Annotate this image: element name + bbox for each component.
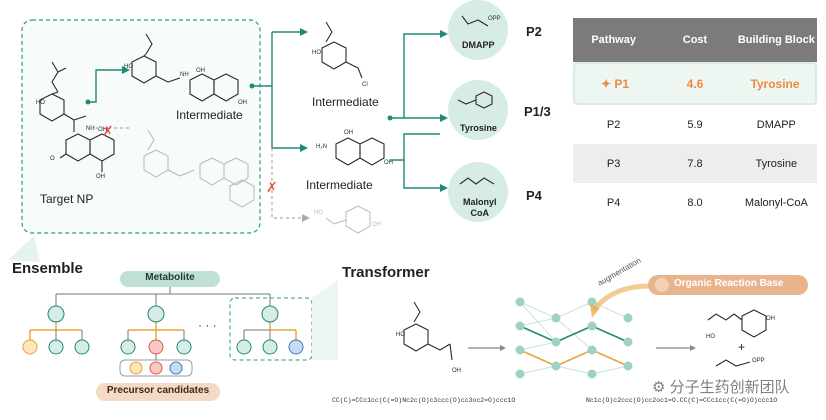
svg-text:OH: OH: [238, 100, 247, 106]
svg-text:OPP: OPP: [488, 16, 501, 22]
plus-sign: +: [738, 340, 746, 354]
svg-text:HO: HO: [124, 64, 133, 70]
intermediate-1-molecule: [131, 33, 239, 102]
svg-text:Cl: Cl: [362, 82, 368, 88]
svg-text:OH: OH: [96, 174, 105, 180]
svg-text:NH: NH: [180, 72, 189, 78]
transformer-title: Transformer: [342, 264, 430, 281]
watermark-text: 分子生药创新团队: [669, 379, 790, 396]
svg-text:OH: OH: [344, 130, 353, 136]
precursor-tyrosine-label: Tyrosine: [460, 123, 497, 133]
svg-text:HO: HO: [312, 50, 321, 56]
pathway-table: Pathway Cost Building Block ✦ P1 4.6 Tyr…: [573, 18, 817, 222]
blocked-intermediate-molecule: [143, 129, 255, 208]
transformer-input-molecule: [403, 301, 453, 361]
sparkle-icon: ✦: [600, 76, 612, 91]
svg-text:O: O: [50, 156, 55, 162]
precursor-circle-dmapp: [448, 0, 508, 60]
cell-block: Malonyl-CoA: [744, 196, 808, 209]
header-building-block: Building Block: [737, 34, 815, 46]
reaction-base-pill: [648, 275, 808, 295]
header-cost: Cost: [682, 34, 708, 46]
tag-p2: P2: [526, 24, 542, 39]
transformer-output-molecule: [707, 309, 767, 367]
cell-pathway: ✦ P1: [575, 77, 655, 91]
cell-cost: 8.0: [687, 196, 703, 209]
smiles-output: Nc1c(O)c2ccc(O)cc2oc1=O.CC(C)=CCc1cc(C(=…: [586, 397, 778, 404]
svg-text:OH: OH: [384, 160, 393, 166]
svg-text:OH: OH: [452, 368, 461, 374]
target-np-label: Target NP: [40, 192, 94, 206]
wechat-icon: ⚙: [652, 379, 666, 396]
svg-text:H₂N: H₂N: [316, 144, 327, 150]
tree-node: [147, 305, 165, 323]
faint-tyrosine-molecule: [325, 205, 371, 234]
reaction-base-label: Organic Reaction Base: [674, 278, 784, 289]
watermark: ⚙ 分子生药创新团队: [652, 376, 790, 397]
smiles-input: CC(C)=CCc1cc(C(=O)Nc2c(O)c3ccc(O)cc3oc2=…: [332, 397, 516, 404]
malonyl-line2: CoA: [470, 208, 490, 218]
cell-pathway: P4: [606, 196, 621, 209]
cell-pathway: P3: [606, 157, 621, 170]
target-np-molecule: [39, 61, 115, 172]
svg-text:OH: OH: [372, 222, 381, 228]
precursor-circle-tyrosine: [448, 80, 508, 140]
cell-block: Tyrosine: [750, 76, 800, 91]
intermediate-label-2: Intermediate: [312, 95, 379, 109]
target-box: [21, 19, 261, 234]
header-pathway: Pathway: [591, 34, 636, 46]
ensemble-title: Ensemble: [12, 260, 83, 277]
cell-cost: 4.6: [686, 76, 704, 91]
tag-p4: P4: [526, 188, 542, 203]
table-row[interactable]: P4 8.0 Malonyl-CoA: [573, 183, 817, 222]
svg-text:OH: OH: [98, 127, 107, 133]
precursor-candidates-pill: [96, 383, 220, 401]
malonyl-line1: Malonyl: [463, 197, 497, 207]
intermediate-label-3: Intermediate: [306, 178, 373, 192]
svg-text:HO: HO: [706, 334, 715, 340]
svg-text:HO: HO: [314, 210, 323, 216]
cell-pathway: P2: [606, 118, 621, 131]
precursor-candidates-label: Precursor candidates: [106, 385, 210, 396]
svg-text:NH: NH: [86, 126, 95, 132]
ellipsis: · · ·: [198, 318, 217, 332]
table-row[interactable]: P2 5.9 DMAPP: [573, 105, 817, 144]
intermediate-3-molecule: [335, 137, 385, 166]
tree-node: [261, 305, 279, 323]
precursor-malonyl-label: Malonyl CoA: [463, 197, 497, 219]
tree-node: [47, 305, 65, 323]
neural-network: [519, 301, 629, 375]
table-row[interactable]: P3 7.8 Tyrosine: [573, 144, 817, 183]
svg-text:OH: OH: [766, 316, 775, 322]
cell-pathway-text: P1: [614, 76, 630, 91]
intermediate-label-1: Intermediate: [176, 108, 243, 122]
cell-block: DMAPP: [756, 118, 796, 131]
svg-text:OPP: OPP: [752, 358, 765, 364]
flask-icon: [655, 278, 669, 292]
tag-p1-3: P1/3: [524, 104, 551, 119]
precursor-dmapp-label: DMAPP: [462, 40, 495, 50]
table-header-row: Pathway Cost Building Block: [573, 18, 817, 62]
precursor-circle-malonyl: [448, 162, 508, 222]
metabolite-pill: [120, 271, 220, 287]
svg-text:HO: HO: [396, 332, 405, 338]
metabolite-label: Metabolite: [145, 272, 195, 283]
intermediate-2-molecule: [321, 21, 363, 79]
svg-text:OH: OH: [196, 68, 205, 74]
cell-cost: 7.8: [687, 157, 703, 170]
blocked-x-icon: ✗: [102, 123, 114, 139]
cell-cost: 5.9: [687, 118, 703, 131]
svg-text:HO: HO: [36, 100, 45, 106]
blocked-x-icon-2: ✗: [266, 179, 278, 195]
table-row-highlighted[interactable]: ✦ P1 4.6 Tyrosine: [573, 62, 817, 105]
cell-block: Tyrosine: [755, 157, 798, 170]
